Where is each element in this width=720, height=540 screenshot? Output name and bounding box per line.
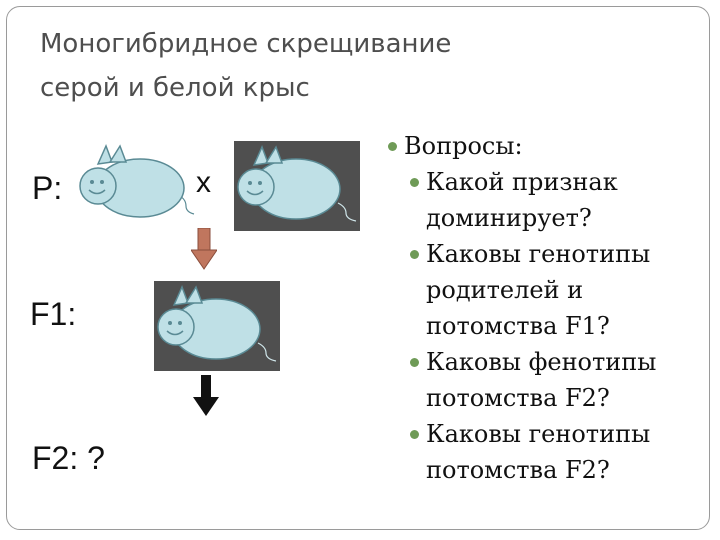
gray-rat-image bbox=[234, 141, 360, 231]
white-rat-image bbox=[79, 144, 195, 218]
question-item: Каковы генотипы родителей и потомства F1… bbox=[386, 236, 706, 344]
question-3-line-1: Каковы фенотипы bbox=[426, 348, 657, 376]
questions-heading-text: Вопросы: bbox=[404, 132, 523, 160]
bullet-icon bbox=[410, 178, 419, 187]
bullet-icon bbox=[410, 358, 419, 367]
question-2-line-1: Каковы генотипы bbox=[426, 240, 651, 268]
arrow-down-icon bbox=[191, 228, 217, 270]
questions-heading: Вопросы: bbox=[386, 128, 706, 164]
question-item: Каковы фенотипы потомства F2? bbox=[386, 344, 706, 416]
bullet-icon bbox=[410, 430, 419, 439]
slide-title: Моногибридное скрещивание серой и белой … bbox=[40, 22, 600, 110]
label-f1: F1: bbox=[30, 296, 77, 332]
questions-list: Вопросы: Какой признак доминирует? Каков… bbox=[386, 128, 706, 488]
label-f2: F2: ? bbox=[32, 440, 105, 476]
title-line-2: серой и белой крыс bbox=[40, 73, 310, 103]
question-2-line-2: родителей и bbox=[426, 276, 584, 304]
question-2-line-3: потомства F1? bbox=[426, 312, 610, 340]
title-line-1: Моногибридное скрещивание bbox=[40, 29, 452, 59]
question-1-line-2: доминирует? bbox=[426, 204, 592, 232]
f1-gray-rat-image bbox=[154, 281, 280, 371]
question-4-line-1: Каковы генотипы bbox=[426, 420, 651, 448]
question-4-line-2: потомства F2? bbox=[426, 456, 610, 484]
slide-frame bbox=[6, 6, 710, 530]
question-item: Каковы генотипы потомства F2? bbox=[386, 416, 706, 488]
bullet-icon bbox=[388, 142, 397, 151]
question-1-line-1: Какой признак bbox=[426, 168, 618, 196]
question-3-line-2: потомства F2? bbox=[426, 384, 610, 412]
label-p: P: bbox=[32, 170, 63, 206]
bullet-icon bbox=[410, 250, 419, 259]
cross-symbol: х bbox=[196, 166, 211, 199]
arrow-down-black-icon bbox=[193, 375, 219, 416]
question-item: Какой признак доминирует? bbox=[386, 164, 706, 236]
